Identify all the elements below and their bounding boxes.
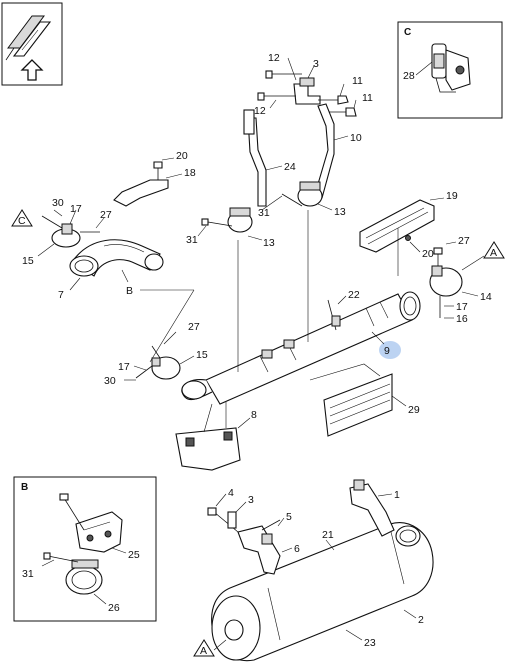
callout-2: 2	[418, 614, 424, 626]
detail-box-c-label: C	[404, 27, 411, 38]
hanger-bracket-assembly	[243, 70, 357, 207]
detail-box-b: B 25 31 26	[13, 476, 157, 622]
callout-17-c: 17	[118, 361, 130, 373]
svg-text:C: C	[18, 215, 26, 227]
heat-shield-upper	[113, 161, 169, 207]
callout-15-b: 15	[196, 349, 208, 361]
callout-15-a: 15	[22, 255, 34, 267]
svg-text:A: A	[490, 247, 497, 259]
elbow-pipe	[69, 239, 164, 277]
reference-triangle-a-top: A	[461, 241, 505, 271]
callout-31-a: 31	[186, 234, 198, 246]
callout-20-a: 20	[176, 150, 188, 162]
callout-3-b: 3	[248, 494, 254, 506]
reference-triangle-a-bottom: A	[193, 639, 227, 657]
muffler-bracket-3	[207, 507, 281, 575]
pipe-clamp-left	[227, 207, 253, 233]
sensor-bracket-part	[431, 43, 471, 93]
callout-24: 24	[284, 161, 296, 173]
heat-shield-19	[359, 199, 435, 276]
heat-shield-29	[309, 363, 393, 437]
callout-27-b: 27	[458, 235, 470, 247]
callout-31-c: 31	[22, 568, 34, 580]
callout-14: 14	[480, 291, 492, 303]
callout-7: 7	[58, 289, 64, 301]
callout-11-a: 11	[352, 75, 363, 87]
callout-16: 16	[456, 313, 468, 325]
intermediate-pipe	[181, 210, 421, 405]
callout-9: 9	[384, 345, 390, 357]
clamp-ring-upper-left	[51, 223, 81, 248]
callout-18: 18	[184, 167, 196, 179]
machine-direction-icon	[5, 15, 52, 61]
callout-26: 26	[108, 602, 120, 614]
part-9-highlight	[379, 341, 401, 359]
callout-25: 25	[128, 549, 140, 561]
callout-27-a: 27	[100, 209, 112, 221]
callout-28: 28	[403, 70, 415, 82]
muffler-bracket-1	[349, 479, 395, 537]
pipe-clamp-right	[297, 181, 323, 207]
band-clamp-part	[43, 552, 103, 595]
callout-3-a: 3	[313, 58, 319, 70]
callout-6: 6	[294, 543, 300, 555]
detail-box-c: C 28	[397, 21, 503, 119]
muffler	[211, 522, 434, 662]
up-arrow-icon	[20, 59, 44, 81]
svg-text:A: A	[200, 645, 207, 657]
orientation-box	[1, 2, 63, 86]
callout-10: 10	[350, 132, 362, 144]
detail-box-b-label: B	[21, 482, 28, 493]
callout-4: 4	[228, 487, 234, 499]
callout-29: 29	[408, 404, 420, 416]
callout-12-b: 12	[254, 105, 266, 117]
clamp-ring-lower-left	[135, 345, 181, 380]
callout-11-b: 11	[362, 92, 373, 104]
mounting-bracket-8	[175, 402, 241, 471]
callout-13-b: 13	[334, 206, 346, 218]
callout-17-a: 17	[70, 203, 82, 215]
callout-20-b: 20	[422, 248, 434, 260]
callout-30-b: 30	[104, 375, 116, 387]
callout-8: 8	[251, 409, 257, 421]
sensor-probe	[327, 299, 341, 331]
callout-21: 21	[322, 529, 334, 541]
callout-31-b: 31	[258, 207, 270, 219]
reference-triangle-c: C	[11, 209, 33, 227]
clamp-bracket-part	[59, 493, 123, 553]
callout-22: 22	[348, 289, 360, 301]
callout-12-a: 12	[268, 52, 280, 64]
callout-1: 1	[394, 489, 400, 501]
callout-5: 5	[286, 511, 292, 523]
clamp-ring-right	[429, 247, 463, 318]
callout-27-c: 27	[188, 321, 200, 333]
callout-30-a: 30	[52, 197, 64, 209]
callout-b: B	[126, 285, 133, 297]
callout-17-b: 17	[456, 301, 468, 313]
callout-23: 23	[364, 637, 376, 649]
callout-19: 19	[446, 190, 458, 202]
callout-13-a: 13	[263, 237, 275, 249]
